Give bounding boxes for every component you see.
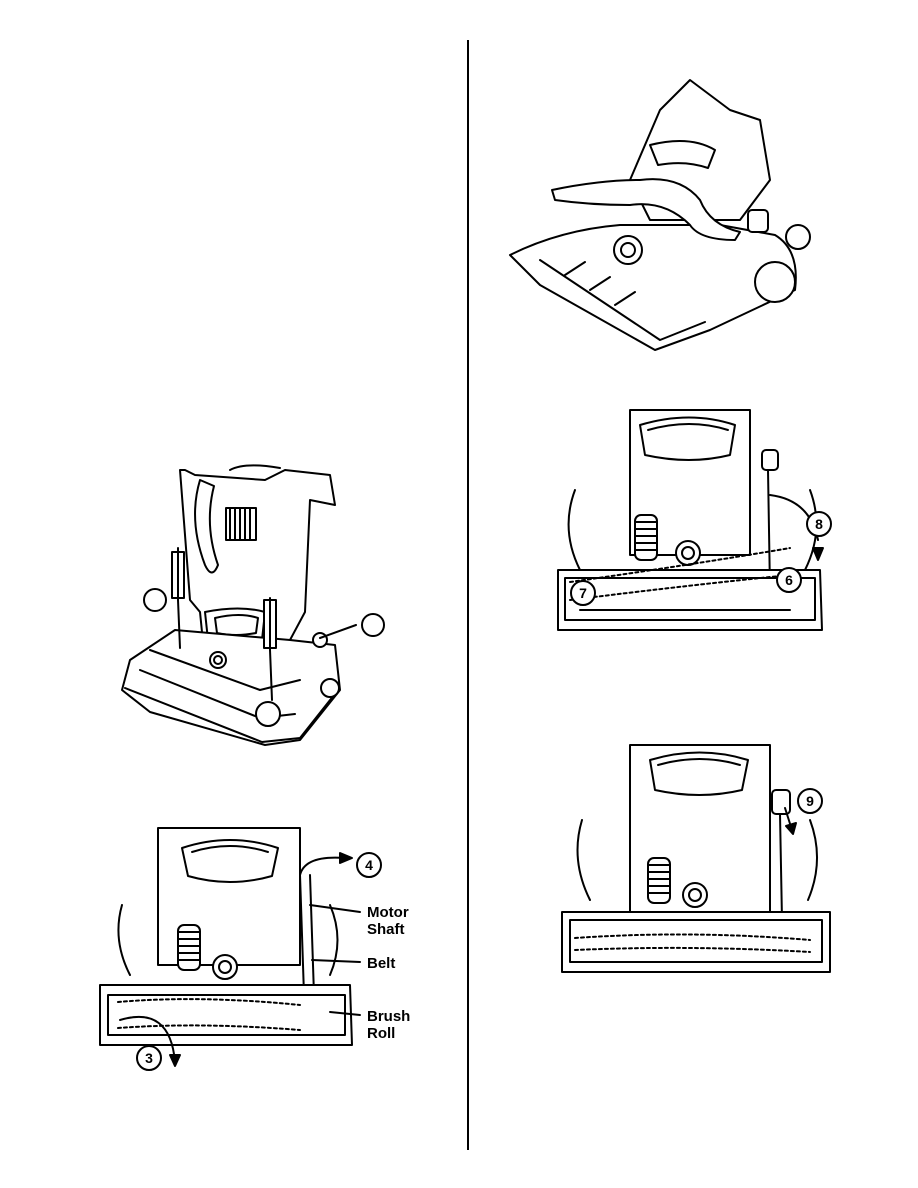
label-belt: Belt (367, 955, 395, 972)
step-8-callout: 8 (806, 511, 832, 537)
step-4-callout: 4 (356, 852, 382, 878)
step-6-callout: 6 (776, 567, 802, 593)
step-3-callout: 3 (136, 1045, 162, 1071)
step-9-callout: 9 (797, 788, 823, 814)
label-brush: Brush (367, 1008, 410, 1025)
label-roll: Roll (367, 1025, 395, 1042)
step-7-callout: 7 (570, 580, 596, 606)
label-shaft: Shaft (367, 921, 405, 938)
label-motor: Motor (367, 904, 409, 921)
